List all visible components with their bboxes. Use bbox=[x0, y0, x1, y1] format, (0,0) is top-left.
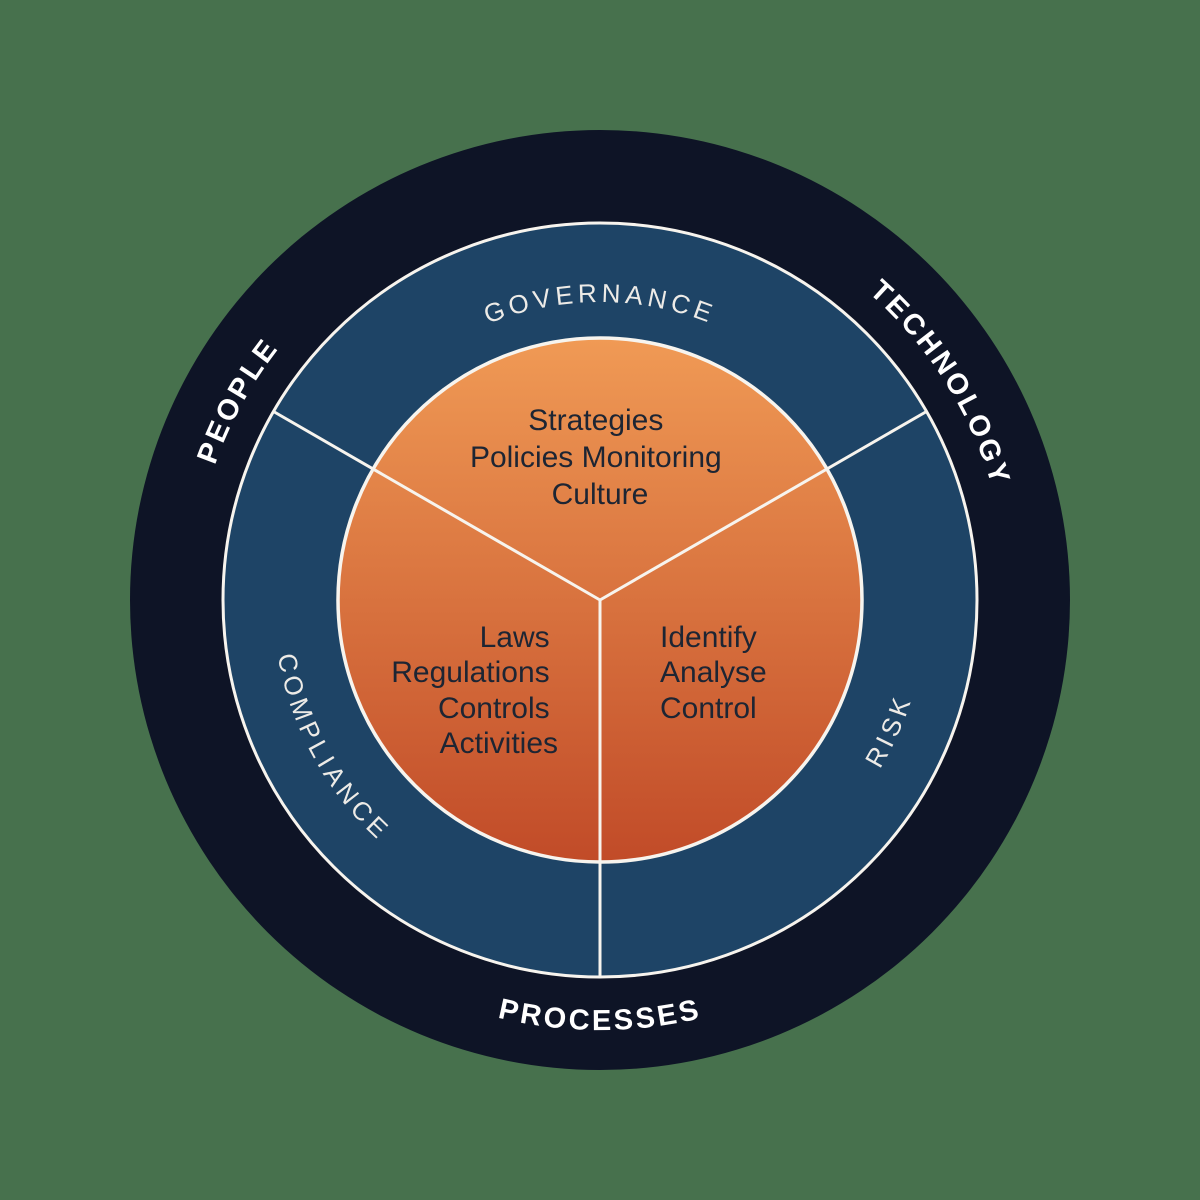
governance-item-2: Policies Monitoring bbox=[470, 441, 722, 474]
risk-segment-text: Identify Analyse Control bbox=[660, 621, 775, 725]
governance-item-3: Culture bbox=[552, 478, 649, 511]
risk-item-3: Control bbox=[660, 692, 757, 725]
governance-item-1: Strategies bbox=[528, 404, 663, 437]
compliance-segment-text: Laws Regulations Controls Activities bbox=[391, 621, 558, 760]
compliance-item-1: Laws bbox=[480, 621, 550, 654]
risk-item-1: Identify bbox=[660, 621, 757, 654]
risk-item-2: Analyse bbox=[660, 656, 767, 689]
compliance-item-3: Controls bbox=[438, 692, 550, 725]
divider-line-upper-left bbox=[272, 410, 601, 602]
divider-line-upper-right bbox=[599, 410, 928, 602]
governance-segment-text: Strategies Policies Monitoring Culture bbox=[470, 404, 730, 511]
compliance-item-2: Regulations bbox=[391, 656, 549, 689]
segment-dividers bbox=[272, 410, 928, 977]
compliance-item-4: Activities bbox=[440, 727, 558, 760]
